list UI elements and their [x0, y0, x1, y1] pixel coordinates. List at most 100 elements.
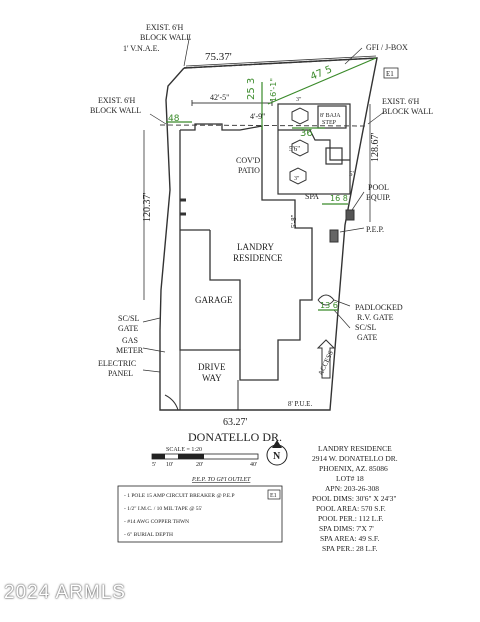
label-driveway-2: WAY	[202, 373, 222, 383]
label-hex-3-bottom: 3"	[294, 176, 300, 182]
info-line-1: LANDRY RESIDENCE	[318, 444, 392, 453]
pep-title: P.E.P. TO GFI OUTLET	[191, 477, 251, 483]
label-scsl-left-1: SC/SL	[118, 314, 139, 323]
info-line-7: POOL AREA: 570 S.F.	[316, 504, 386, 513]
label-residence-2: RESIDENCE	[233, 253, 283, 263]
pool	[277, 103, 351, 195]
pep-tag-box	[267, 489, 281, 500]
label-dim-left: 120.37'	[142, 193, 153, 223]
pep-item-4: - 6" BURIAL DEPTH	[124, 532, 173, 538]
label-driveway-1: DRIVE	[198, 362, 226, 372]
label-dim-top: 75.37'	[205, 51, 232, 63]
info-line-11: SPA PER.: 28 L.F.	[322, 544, 378, 553]
pep-tag: E1	[270, 493, 277, 499]
label-pool-equip-2: EQUIP.	[366, 193, 391, 202]
pep-box: P.E.P. TO GFI OUTLET E1 - 1 POLE 15 AMP …	[117, 477, 283, 543]
label-street: DONATELLO DR.	[188, 430, 282, 444]
hand-36: 36	[300, 128, 313, 139]
scale-bar: SCALE = 1:20 5' 10' 20' 40'	[151, 447, 259, 468]
label-exist-wall-left: EXIST. 6'H	[98, 96, 136, 105]
label-dim-4-9: 4'-9"	[250, 112, 265, 121]
label-dim-5: 5'	[349, 170, 354, 178]
label-hex-5-6: 5'6"	[289, 145, 300, 153]
hand-notes: 47 5 25 3 16'-1" 48 36 16 8 13 6	[168, 64, 348, 310]
scale-bar-frame	[151, 453, 259, 460]
label-covd-patio-1: COV'D	[236, 156, 260, 165]
hand-marks	[166, 57, 377, 311]
pep-box-frame	[117, 485, 283, 543]
property-info: LANDRY RESIDENCE 2914 W. DONATELLO DR. P…	[312, 444, 398, 553]
leader-lines	[142, 33, 385, 373]
label-gas-meter-2: METER	[116, 346, 144, 355]
label-pue: 8' P.U.E.	[288, 400, 312, 408]
step-hexagons	[289, 107, 309, 185]
info-line-4: LOT# 18	[336, 474, 364, 483]
hand-475: 47 5	[309, 64, 334, 83]
hand-48: 48	[168, 114, 180, 124]
label-electric-panel-2: PANEL	[108, 369, 133, 378]
label-garage: GARAGE	[195, 295, 233, 305]
scale-tick-10: 10'	[166, 462, 173, 468]
label-dim-5-8: 5'-8"	[290, 214, 298, 228]
scale-tick-5: 5'	[152, 462, 156, 468]
info-line-10: SPA AREA: 49 S.F.	[320, 534, 379, 543]
label-block-wall-right: BLOCK WALL	[382, 107, 433, 116]
label-dim-right: 128.67'	[370, 133, 381, 163]
top-dimension-line	[185, 55, 377, 67]
label-exist-wall-right: EXIST. 6'H	[382, 97, 420, 106]
rv-gate	[317, 294, 335, 306]
pep-item-1: - 1 POLE 15 AMP CIRCUIT BREAKER @ P.E.P	[124, 493, 235, 499]
label-exist-wall-top: EXIST. 6'H	[146, 23, 184, 32]
north-label: N	[273, 451, 281, 462]
label-scsl-right-1: SC/SL	[355, 323, 376, 332]
scale-tick-20: 20'	[196, 462, 203, 468]
label-baja-step-2: STEP	[322, 120, 337, 126]
pep-item-3: - #14 AWG COPPER THWN	[124, 519, 189, 525]
info-line-2: 2914 W. DONATELLO DR.	[312, 454, 398, 463]
label-e1-top: E1	[386, 70, 394, 78]
hand-253: 25 3	[246, 78, 257, 100]
label-gfi-jbox: GFI / J-BOX	[366, 43, 408, 52]
north-arrow-icon: N	[266, 440, 288, 466]
hand-136: 13 6	[320, 301, 338, 310]
label-pool-equip-1: POOL	[368, 183, 389, 192]
label-padlocked-2: R.V. GATE	[357, 313, 394, 322]
label-block-wall-top: BLOCK WALL	[140, 33, 191, 42]
label-padlocked-1: PADLOCKED	[355, 303, 403, 312]
scale-seg-1	[152, 454, 165, 459]
info-line-6: POOL DIMS: 30'6" X 24'3"	[312, 494, 396, 503]
property-boundary	[159, 57, 378, 411]
scale-tick-40: 40'	[250, 462, 257, 468]
label-gas-meter-1: GAS	[122, 336, 138, 345]
label-baja-step-1: 8' BAJA	[320, 113, 341, 119]
scale-label: SCALE = 1:20	[166, 447, 202, 453]
label-pep: P.E.P.	[366, 225, 384, 234]
labels: EXIST. 6'H BLOCK WALL 1' V.N.A.E. 75.37'…	[90, 23, 433, 444]
info-line-3: PHOENIX, AZ. 85086	[319, 464, 388, 473]
pool-equipment	[329, 209, 355, 243]
label-electric-panel-1: ELECTRIC	[98, 359, 136, 368]
pep-item-2: - 1/2" I.M.C. / 10 MIL TAPE @ 55'	[124, 506, 202, 512]
label-access: ACCESS	[317, 349, 335, 376]
watermark: 2024 ARMLS	[4, 582, 126, 603]
label-block-wall-left: BLOCK WALL	[90, 106, 141, 115]
label-spa: SPA	[305, 192, 319, 201]
access-arrow	[316, 339, 336, 379]
label-residence-1: LANDRY	[237, 242, 275, 252]
info-line-5: APN: 203-26-308	[325, 484, 379, 493]
label-dim-bottom: 63.27'	[223, 417, 248, 428]
hand-168: 16 8	[330, 194, 348, 203]
label-hex-3-top: 3"	[296, 97, 302, 103]
label-covd-patio-2: PATIO	[238, 166, 260, 175]
driveway-area	[164, 350, 239, 411]
e1-tag-box	[383, 67, 399, 79]
hand-161: 16'-1"	[269, 78, 278, 102]
scale-seg-2	[178, 454, 204, 459]
label-scsl-right-2: GATE	[357, 333, 378, 342]
label-vnae: 1' V.N.A.E.	[123, 44, 159, 53]
house-outline	[179, 123, 313, 381]
label-scsl-left-2: GATE	[118, 324, 139, 333]
info-line-9: SPA DIMS: 7'X 7'	[319, 524, 374, 533]
info-line-8: POOL PER.: 112 L.F.	[318, 514, 384, 523]
